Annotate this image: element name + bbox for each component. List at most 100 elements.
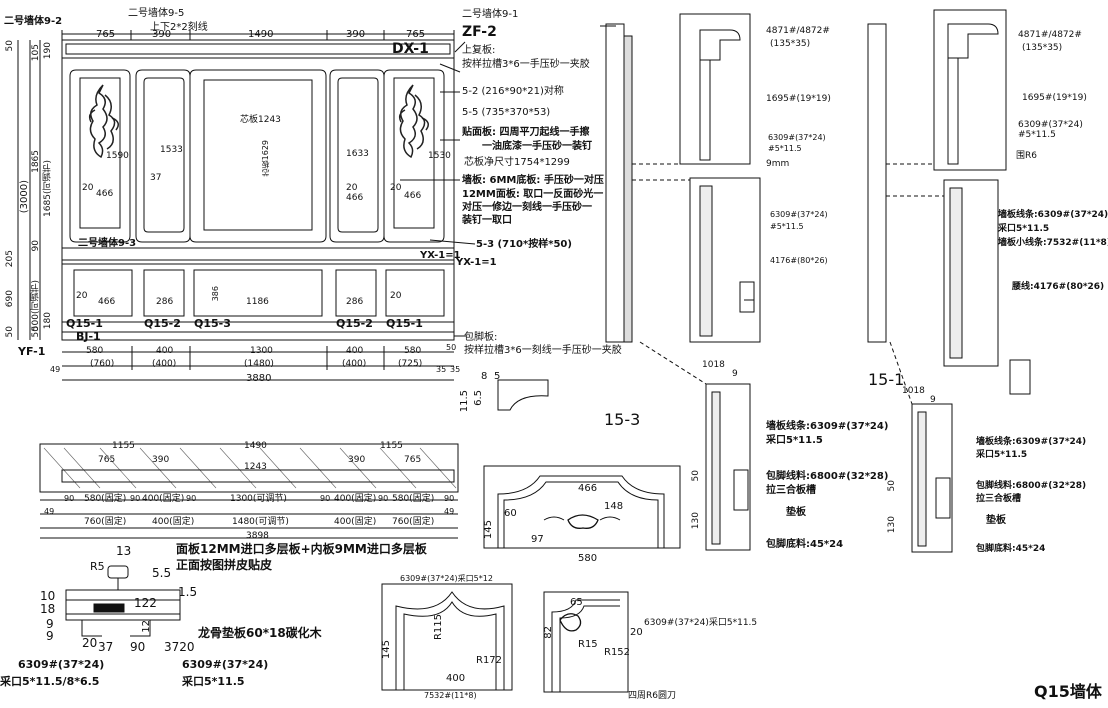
s2-d: 6309#(37*24)	[1018, 120, 1083, 130]
plan-row3-2: 580(固定)	[84, 494, 127, 504]
profile-a2: 采口5*11.5/8*6.5	[0, 675, 100, 688]
arch-r2: R172	[476, 655, 503, 666]
bottom-dim-2: 400	[156, 346, 174, 356]
inner-dim-1: 1590	[106, 151, 129, 161]
l1-b: 采口5*11.5	[766, 435, 823, 446]
note-wall-1: 墙板: 6MM底板: 手压砂一对压	[462, 175, 604, 186]
s2-a: 4871#/4872#	[1018, 30, 1082, 40]
note-base: 包脚板:	[464, 332, 498, 343]
inner-dim-7: 20	[82, 183, 94, 193]
corner-e: 82	[543, 626, 554, 639]
pd-left: 145	[483, 520, 494, 540]
bottom-dim2-4: (400)	[342, 359, 367, 369]
l1-dim-50: 50	[691, 470, 701, 482]
l2-c: 包脚线料:6800#(32*28)	[976, 481, 1087, 491]
corner-b: 6309#(37*24)采口5*11.5	[644, 618, 758, 628]
plan-top-dim-2: 1490	[244, 441, 267, 451]
plan-row3-5: 90	[186, 494, 197, 503]
s2-c: 1695#(19*19)	[1022, 93, 1087, 103]
corner-g: 四周R6圆刀	[628, 691, 676, 701]
top-dim-5: 765	[406, 29, 426, 40]
upper-panels	[69, 69, 445, 243]
board-note-2: 正面按图拼皮贴皮	[176, 558, 273, 572]
sp-65: 6.5	[473, 390, 484, 406]
bottom-dim2-3: (1480)	[244, 359, 274, 369]
plan-row4-6: 760(固定)	[392, 517, 435, 527]
sec-dim-13: 13	[116, 544, 132, 558]
sec-dim-10: 10	[40, 589, 56, 603]
profile-b: 6309#(37*24)	[182, 658, 269, 671]
l2-dim-9: 9	[930, 395, 936, 405]
plan-top-dim-3: 1155	[380, 441, 403, 451]
sec-dim-15: 1.5	[178, 585, 198, 599]
s1-a: 4871#/4872#	[766, 26, 830, 36]
m2-b: 采口5*11.5	[998, 224, 1050, 234]
code-dx: DX-1	[392, 41, 429, 57]
arch-r1: R115	[433, 614, 444, 641]
q15-tag-5: Q15-1	[386, 317, 423, 330]
note-panel-2: 一油底漆一手压砂一装钉	[482, 141, 592, 152]
plan-row4-7: 49	[444, 507, 455, 516]
arch-note: 6309#(37*24)采口5*12	[400, 574, 493, 583]
small-dim-50: 50	[446, 343, 457, 352]
panel-tag-left: 二号墙体9-2	[4, 16, 63, 27]
section-1	[600, 13, 761, 343]
bottom-dim2-2: (400)	[152, 359, 177, 369]
l2-dim-50: 50	[887, 480, 897, 492]
profile-b2: 采口5*11.5	[182, 675, 245, 688]
sec-dim-12: 12	[141, 620, 152, 633]
l2-dim-130: 130	[887, 516, 897, 534]
plan-row2-1: 765	[98, 455, 116, 465]
arch-detail	[381, 583, 513, 691]
l2-f: 包脚底料:45*24	[976, 544, 1046, 554]
bottom-dim-1: 580	[86, 346, 104, 356]
inner-dim-5: 466	[96, 189, 114, 199]
m1-a: 6309#(37*24)	[770, 210, 828, 219]
q15-tag-4: Q15-2	[336, 317, 373, 330]
plan-row3-11: 90	[444, 494, 455, 503]
s1-e: #5*11.5	[768, 144, 802, 153]
corner-d: R152	[604, 647, 631, 658]
top-dim-4: 390	[346, 29, 366, 40]
s1-d: 6309#(37*24)	[768, 133, 826, 142]
section-2	[867, 9, 1031, 395]
left-dim-10: 500(可调节)	[31, 280, 41, 332]
l1-dim-9: 9	[732, 369, 738, 379]
plan-row4-2: 760(固定)	[84, 517, 127, 527]
sp-5: 5	[494, 371, 501, 382]
code-yx-left: YX-1=1	[420, 250, 461, 261]
bottom-dim2-1: (760)	[90, 359, 115, 369]
m2-a: 墙板线条:6309#(37*24)	[998, 210, 1108, 220]
lower-panels	[73, 269, 445, 317]
sec-dim-18: 18	[40, 602, 56, 616]
sec-dim-122: 122	[134, 596, 157, 610]
pd-side: 60	[504, 508, 517, 519]
plan-section	[39, 443, 459, 493]
l1-dim-130: 130	[691, 512, 701, 530]
keel-note: 龙骨垫板60*18碳化木	[198, 626, 322, 640]
code-zf: ZF-2	[462, 24, 497, 40]
inner-dim-16: 20	[76, 291, 88, 301]
plan-row4-3: 400(固定)	[152, 517, 195, 527]
note-core-size: 芯板净尺寸1754*1299	[464, 157, 570, 168]
plan-row2-3: 1243	[244, 462, 267, 472]
plan-row2-4: 390	[348, 455, 366, 465]
plan-row3-9: 90	[378, 494, 389, 503]
sec-dim-r5: R5	[90, 560, 105, 573]
plan-row4-4: 1480(可调节)	[232, 517, 289, 527]
inner-dim-13: 386	[211, 286, 220, 302]
left-dim-2: 105	[31, 44, 41, 62]
inner-dim-2: 1533	[160, 145, 183, 155]
profile-a: 6309#(37*24)	[18, 658, 105, 671]
sec-dim-9b: 9	[46, 629, 54, 643]
sp-8: 8	[481, 371, 488, 382]
ornament-right	[398, 84, 429, 159]
sec-dim-20: 20	[82, 636, 98, 650]
l2-dim-1018: 1018	[902, 386, 925, 396]
note-top-cap-detail: 按样拉槽3*6一手压砂一夹胶	[462, 59, 590, 70]
s2-e: #5*11.5	[1018, 130, 1056, 140]
arch-bot: 7532#(11*8)	[424, 691, 477, 700]
sec-dim-37: 37	[98, 640, 114, 654]
left-dim-1: 50	[5, 40, 15, 52]
